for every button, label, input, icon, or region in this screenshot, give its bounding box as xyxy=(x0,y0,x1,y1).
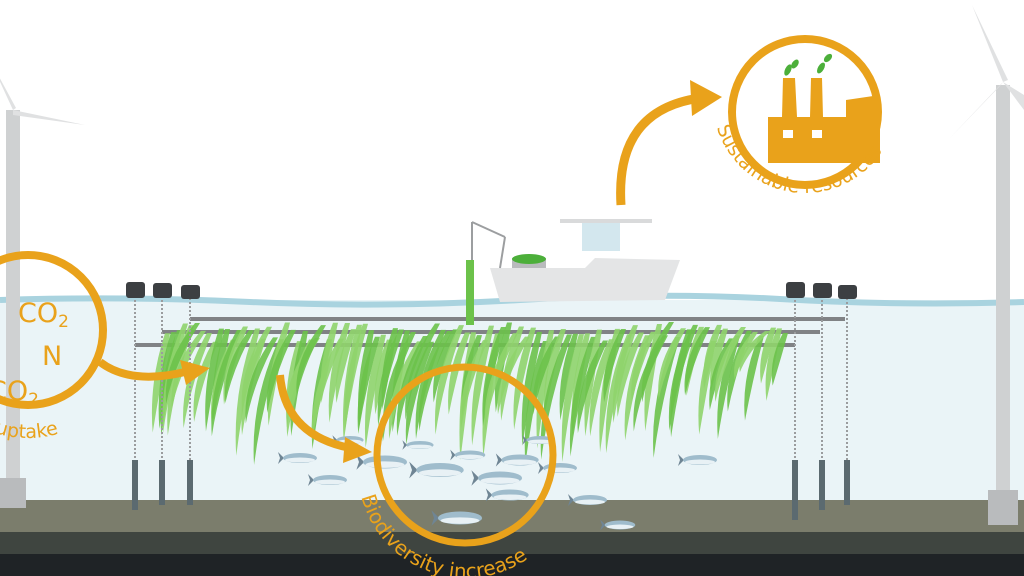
fish-icon xyxy=(471,470,523,486)
kelp-farm xyxy=(151,322,788,465)
wind-turbine-right xyxy=(948,5,1024,525)
kelp-blade xyxy=(335,329,356,403)
fish-icon xyxy=(568,494,607,506)
svg-text:CO2: CO2 xyxy=(0,376,39,410)
kelp-blade xyxy=(223,326,248,405)
kelp-blade xyxy=(311,338,344,441)
buoys xyxy=(126,282,857,299)
kelp-blade xyxy=(377,329,404,426)
kelp-blade xyxy=(771,332,788,386)
kelp-blade xyxy=(364,334,386,448)
kelp-blade xyxy=(382,331,416,442)
kelp-blade xyxy=(405,323,440,420)
svg-text:CO2: CO2 xyxy=(18,298,69,332)
kelp-blade xyxy=(471,325,494,446)
arrow-head xyxy=(180,360,210,385)
fish-icon xyxy=(278,452,317,464)
kelp-blade xyxy=(460,340,488,429)
co2-subscript: 2 xyxy=(58,312,69,332)
arrow-head xyxy=(343,437,372,463)
kelp-blade xyxy=(577,340,608,434)
fish-icon xyxy=(450,449,486,461)
kelp-blade xyxy=(714,327,746,402)
kelp-blade xyxy=(703,324,722,389)
kelp-blade xyxy=(684,327,710,396)
kelp-blade xyxy=(668,324,698,431)
kelp-blade xyxy=(286,337,320,416)
kelp-blade xyxy=(513,327,536,430)
kelp-blade xyxy=(448,332,470,415)
kelp-blade xyxy=(734,331,758,380)
kelp-blade xyxy=(760,327,776,384)
kelp-blade xyxy=(559,333,578,421)
kelp-blade xyxy=(328,323,350,423)
kelp-blade xyxy=(433,329,458,403)
kelp-blade xyxy=(524,340,548,465)
kelp-blade xyxy=(612,325,638,423)
seabed-bottom xyxy=(0,554,1024,576)
kelp-blade xyxy=(434,325,464,435)
kelp-blade xyxy=(617,332,644,418)
kelp-blade xyxy=(532,336,560,415)
boat xyxy=(466,219,680,325)
kelp-blade xyxy=(605,334,632,454)
co2-label-2: CO xyxy=(0,376,28,407)
kelp-blade xyxy=(245,337,278,424)
kelp-blade xyxy=(744,335,764,421)
fish-icon xyxy=(600,519,636,531)
kelp-blade xyxy=(296,325,326,397)
kelp-blade xyxy=(357,336,380,434)
anchors xyxy=(132,460,850,520)
kelp-blade xyxy=(211,339,236,425)
kelp-blade xyxy=(224,330,254,404)
kelp-blade xyxy=(388,341,422,439)
kelp-blade xyxy=(211,330,242,437)
wind-turbine-left xyxy=(0,78,85,508)
kelp-blade xyxy=(633,335,668,432)
kelp-blade xyxy=(396,336,428,436)
kelp-blade xyxy=(589,339,614,437)
co2-label: CO xyxy=(18,298,58,329)
kelp-blade xyxy=(484,333,518,431)
kelp-blade xyxy=(603,329,626,403)
kelp-blade xyxy=(727,330,752,412)
kelp-blade xyxy=(709,338,734,411)
kelp-blade xyxy=(418,330,452,432)
seabed-deep xyxy=(0,532,1024,554)
fish-icon xyxy=(522,435,554,445)
kelp-blade xyxy=(253,339,284,465)
fish-icon xyxy=(485,488,529,502)
arrow-to-factory xyxy=(616,93,701,206)
fish-icon xyxy=(678,454,717,466)
fish-icon xyxy=(409,461,464,479)
kelp-blade xyxy=(235,328,260,456)
co2-subscript-2: 2 xyxy=(28,390,39,410)
kelp-blade xyxy=(569,336,596,457)
kelp-blade xyxy=(415,329,446,439)
fish-icon xyxy=(495,453,539,467)
kelp-blade xyxy=(241,326,272,413)
fish-icon xyxy=(308,474,347,486)
arrow-head xyxy=(690,80,722,116)
kelp-blade xyxy=(641,322,674,403)
fish-icon xyxy=(431,510,483,526)
kelp-blade xyxy=(266,329,296,413)
arrow-to-kelp xyxy=(97,358,186,381)
kelp-blade xyxy=(205,328,224,432)
kelp-blade xyxy=(482,327,506,427)
kelp-blade xyxy=(165,323,200,404)
kelp-blade xyxy=(540,334,572,460)
kelp-blade xyxy=(561,334,584,462)
nitrogen-label: N xyxy=(42,341,62,372)
factory-icon xyxy=(768,53,880,163)
fish-icon xyxy=(402,440,434,450)
kelp-blade xyxy=(193,341,218,422)
kelp-blade xyxy=(658,328,686,400)
kelp-blade xyxy=(631,331,656,402)
kelp-blade xyxy=(739,331,770,373)
sustainable-resources-circle: Sustainable resources xyxy=(712,35,887,198)
arrow-to-biodiversity xyxy=(276,374,351,452)
kelp-blade xyxy=(624,335,650,441)
kelp-blade xyxy=(344,323,368,432)
